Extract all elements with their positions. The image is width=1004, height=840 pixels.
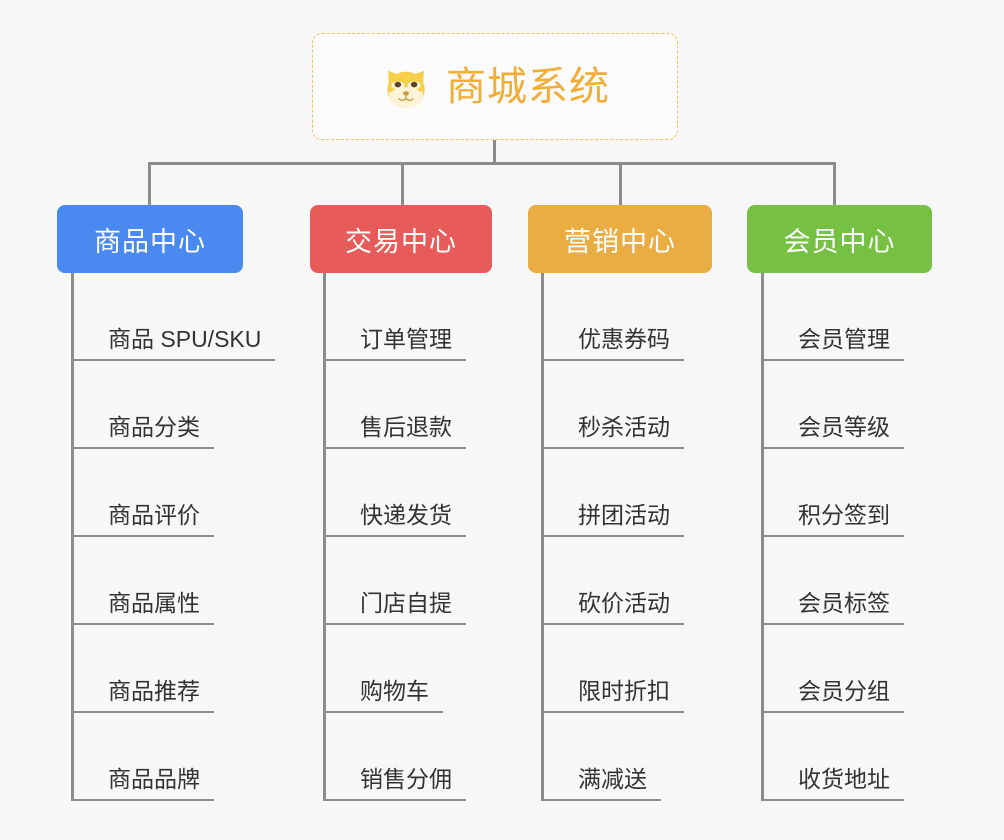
category-label: 交易中心: [345, 226, 457, 257]
leaf-label: 商品属性: [74, 590, 214, 625]
leaf-item[interactable]: 商品属性: [74, 537, 214, 625]
leaf-label: 会员等级: [764, 414, 904, 449]
leaf-item[interactable]: 销售分佣: [326, 713, 466, 801]
leaf-item[interactable]: 门店自提: [326, 537, 466, 625]
leaf-item[interactable]: 购物车: [326, 625, 443, 713]
category-box-4[interactable]: 会员中心: [747, 205, 932, 273]
leaf-item[interactable]: 商品品牌: [74, 713, 214, 801]
category-box-2[interactable]: 交易中心: [310, 205, 492, 273]
leaf-item[interactable]: 商品 SPU/SKU: [74, 273, 276, 361]
leaf-label: 限时折扣: [544, 678, 684, 713]
leaf-label: 会员分组: [764, 678, 904, 713]
leaf-label: 商品品牌: [74, 766, 214, 801]
category-label: 营销中心: [564, 226, 676, 257]
leaf-label: 门店自提: [326, 590, 466, 625]
leaf-item[interactable]: 满减送: [544, 713, 661, 801]
leaf-label: 快递发货: [326, 502, 466, 537]
leaf-item[interactable]: 秒杀活动: [544, 361, 684, 449]
root-title: 商城系统: [446, 64, 610, 109]
leaf-label: 积分签到: [764, 502, 904, 537]
leaf-item[interactable]: 拼团活动: [544, 449, 684, 537]
leaf-item[interactable]: 订单管理: [326, 273, 466, 361]
leaf-label: 销售分佣: [326, 766, 466, 801]
category-box-1[interactable]: 商品中心: [57, 205, 243, 273]
connector-drop-1: [148, 162, 151, 207]
leaf-item[interactable]: 商品分类: [74, 361, 214, 449]
connector-bus: [148, 162, 834, 165]
leaf-item[interactable]: 收货地址: [764, 713, 904, 801]
leaf-label: 商品分类: [74, 414, 214, 449]
leaf-label: 订单管理: [326, 326, 466, 361]
leaf-label: 购物车: [326, 678, 443, 713]
leaf-label: 砍价活动: [544, 590, 684, 625]
shiba-dog-icon: [380, 61, 432, 113]
leaf-item[interactable]: 商品推荐: [74, 625, 214, 713]
connector-drop-4: [833, 162, 836, 207]
leaf-spine: [761, 273, 764, 801]
leaf-label: 会员标签: [764, 590, 904, 625]
leaf-spine: [323, 273, 326, 801]
leaf-spine: [541, 273, 544, 801]
leaf-label: 收货地址: [764, 766, 904, 801]
connector-drop-3: [619, 162, 622, 207]
leaf-item[interactable]: 快递发货: [326, 449, 466, 537]
leaf-label: 满减送: [544, 766, 661, 801]
leaf-spine: [71, 273, 74, 801]
leaf-label: 商品评价: [74, 502, 214, 537]
connector-drop-2: [401, 162, 404, 207]
leaf-item[interactable]: 会员等级: [764, 361, 904, 449]
leaf-item[interactable]: 积分签到: [764, 449, 904, 537]
connector-root-stem: [493, 140, 496, 164]
leaf-label: 商品推荐: [74, 678, 214, 713]
leaf-item[interactable]: 会员管理: [764, 273, 904, 361]
leaf-label: 售后退款: [326, 414, 466, 449]
leaf-label: 秒杀活动: [544, 414, 684, 449]
category-label: 商品中心: [94, 226, 206, 257]
leaf-label: 拼团活动: [544, 502, 684, 537]
leaf-item[interactable]: 会员标签: [764, 537, 904, 625]
leaf-label: 商品 SPU/SKU: [74, 326, 276, 361]
leaf-item[interactable]: 砍价活动: [544, 537, 684, 625]
leaf-label: 优惠券码: [544, 326, 684, 361]
category-box-3[interactable]: 营销中心: [528, 205, 712, 273]
leaf-label: 会员管理: [764, 326, 904, 361]
category-label: 会员中心: [783, 226, 896, 257]
leaf-item[interactable]: 商品评价: [74, 449, 214, 537]
root-node[interactable]: 商城系统: [312, 33, 678, 140]
leaf-item[interactable]: 限时折扣: [544, 625, 684, 713]
leaf-item[interactable]: 会员分组: [764, 625, 904, 713]
leaf-item[interactable]: 优惠券码: [544, 273, 684, 361]
leaf-item[interactable]: 售后退款: [326, 361, 466, 449]
